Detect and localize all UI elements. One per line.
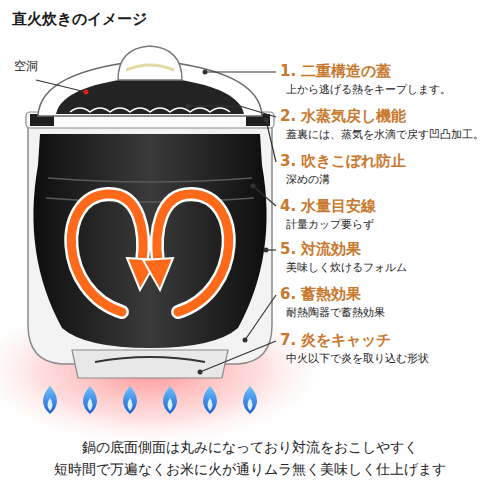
- callout-heading: 1. 二重構造の蓋: [280, 62, 391, 81]
- cavity-dot: [84, 90, 89, 95]
- callout-description: 深めの溝: [286, 172, 330, 187]
- flames: [43, 386, 257, 414]
- leader-lines: [188, 72, 276, 372]
- callout-heading: 6. 蓄熱効果: [280, 285, 361, 304]
- knob-highlight: [126, 65, 174, 70]
- pot-inner: [33, 134, 266, 348]
- pot-foot: [72, 350, 228, 378]
- diagram-caption: 鍋の底面側面は丸みになっており対流をおこしやすく 短時間で万遍なくお米に火が通り…: [20, 436, 480, 481]
- callout-description: 計量カップ要らず: [286, 217, 374, 232]
- diagram-title: 直火炊きのイメージ: [12, 10, 147, 29]
- callout-heading: 4. 水量目安線: [280, 197, 376, 216]
- cavity-label: 空洞: [14, 58, 38, 75]
- lid-knob: [118, 46, 182, 80]
- callout-description: 美味しく炊けるフォルム: [286, 260, 407, 275]
- callout-heading: 7. 炎をキャッチ: [280, 331, 391, 350]
- callout-description: 中火以下で炎を取り込む形状: [286, 351, 429, 366]
- callout-heading: 2. 水蒸気戻し機能: [280, 107, 406, 126]
- callout-description: 耐熱陶器で蓄熱効果: [286, 305, 385, 320]
- foot-opening: [95, 357, 205, 362]
- steam-bumps: [70, 108, 230, 112]
- callout-heading: 3. 吹きこぼれ防止: [280, 152, 406, 171]
- callout-description: 蓋裏には、蒸気を水滴で戻す凹凸加工。: [286, 127, 484, 142]
- callout-description: 上から逃げる熱をキープします。: [286, 82, 451, 97]
- water-line: [46, 198, 254, 202]
- lid-inner: [56, 76, 244, 114]
- cavity-leader: [36, 80, 86, 92]
- convection-arrows: [71, 194, 228, 312]
- callout-heading: 5. 対流効果: [280, 240, 361, 259]
- water-line: [48, 178, 252, 182]
- leader-dots: [186, 70, 269, 375]
- pot-outer-body: [28, 122, 272, 364]
